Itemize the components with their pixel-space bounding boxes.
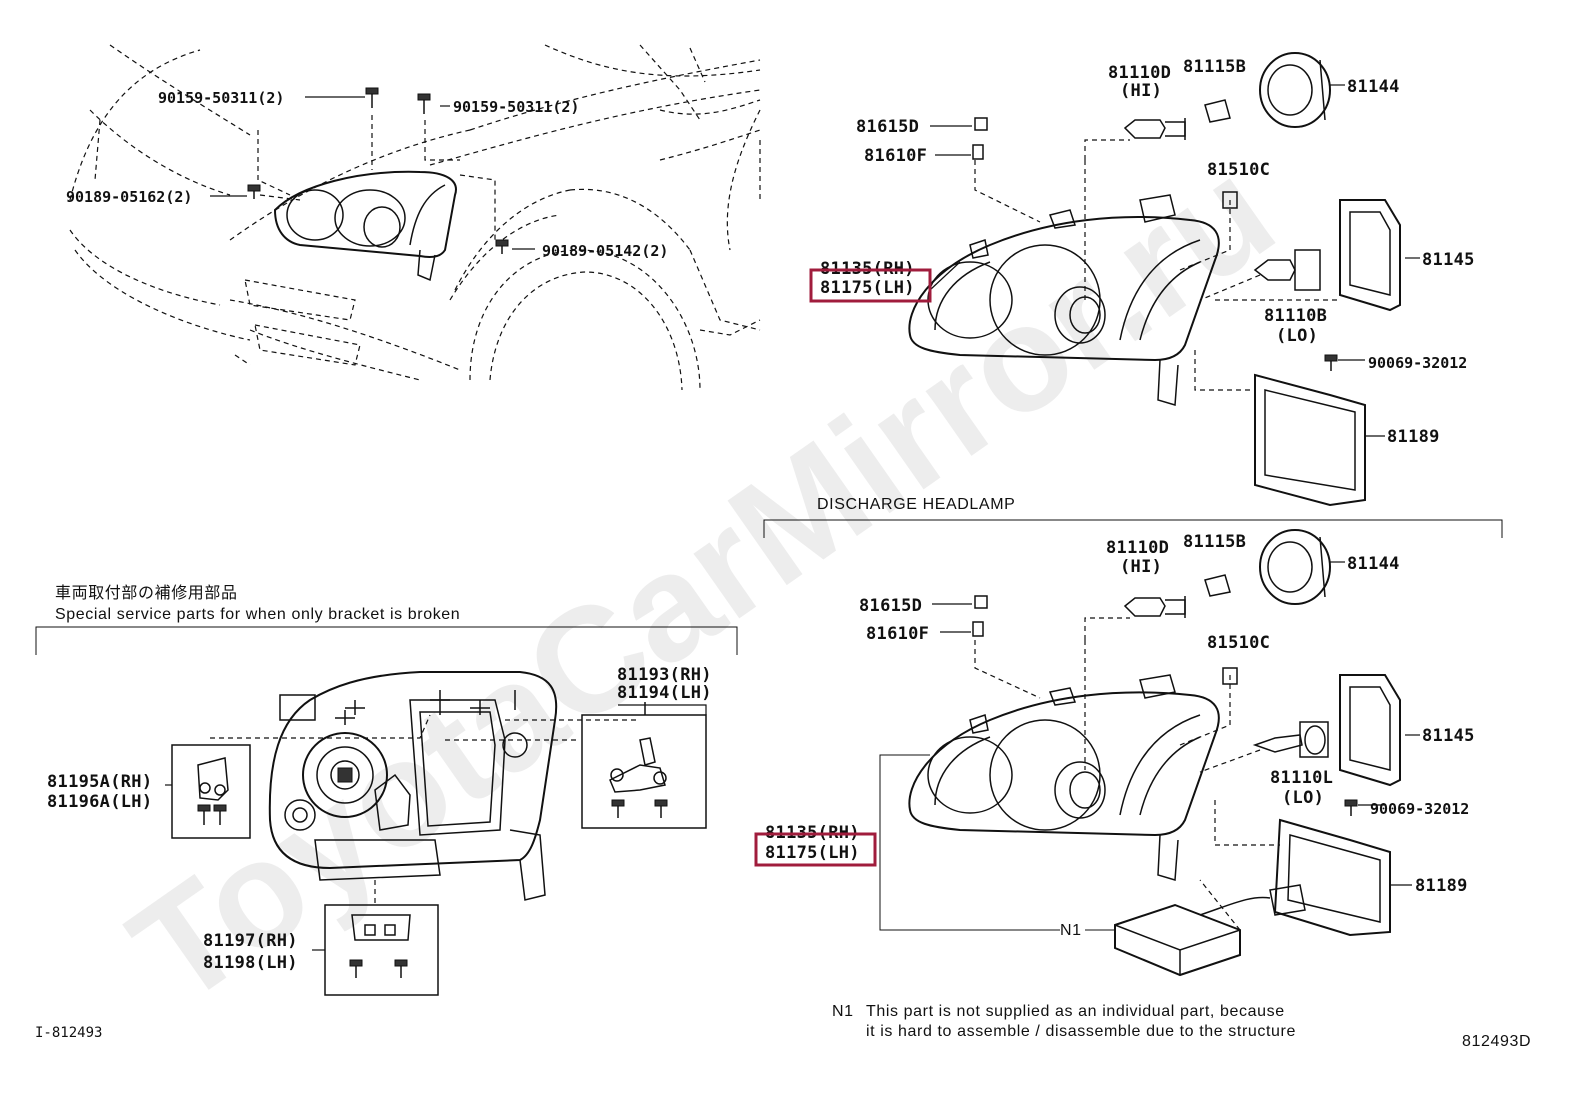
part-label-81110D: 81110D bbox=[1106, 538, 1169, 558]
bracket-section-bracket bbox=[35, 626, 738, 655]
part-label-81144: 81144 bbox=[1347, 77, 1400, 97]
gasket-icon bbox=[1339, 199, 1401, 312]
screw-icon bbox=[417, 93, 431, 114]
highlight-box bbox=[754, 832, 877, 867]
part-label-81110D: 81110D bbox=[1108, 63, 1171, 83]
part-label-81175: 81175(LH) bbox=[765, 843, 860, 863]
part-label-81196A: 81196A(LH) bbox=[47, 792, 152, 812]
cap-icon bbox=[1259, 52, 1331, 128]
part-label-81610F: 81610F bbox=[866, 624, 929, 644]
part-label-81510C: 81510C bbox=[1207, 160, 1270, 180]
part-label-81197: 81197(RH) bbox=[203, 931, 298, 951]
bracket-box-81195 bbox=[165, 744, 251, 839]
screw-label: 90159-50311(2) bbox=[453, 98, 579, 116]
watermark: ToyotaCarMirror.ru bbox=[102, 126, 1302, 1036]
highlight-box bbox=[809, 268, 932, 303]
car-front-illustration bbox=[69, 44, 761, 391]
screw-label: 90159-50311(2) bbox=[158, 89, 284, 107]
part-label-hi: (HI) bbox=[1120, 81, 1162, 101]
part-label-81110B: 81110B bbox=[1264, 306, 1327, 326]
gasket-icon bbox=[1339, 674, 1401, 787]
socket-small-icon bbox=[974, 117, 988, 131]
part-label-81144: 81144 bbox=[1347, 554, 1400, 574]
bulb-small-icon bbox=[972, 621, 984, 637]
part-label-81175: 81175(LH) bbox=[820, 278, 915, 298]
part-label-81145: 81145 bbox=[1422, 250, 1475, 270]
part-label-lo: (LO) bbox=[1282, 788, 1324, 808]
hid-bulb-icon bbox=[1252, 721, 1329, 758]
clip-icon bbox=[247, 184, 261, 199]
bulb-hi-icon bbox=[1123, 596, 1186, 618]
section-bracket bbox=[763, 519, 1503, 538]
part-label-81195A: 81195A(RH) bbox=[47, 772, 152, 792]
part-label-90069: 90069-32012 bbox=[1370, 800, 1469, 818]
clip-icon bbox=[495, 239, 509, 254]
section-title: DISCHARGE HEADLAMP bbox=[817, 496, 1015, 513]
footnote-line-1: This part is not supplied as an individu… bbox=[866, 1003, 1285, 1020]
part-label-81193: 81193(RH) bbox=[617, 665, 712, 685]
socket-icon bbox=[1204, 99, 1231, 123]
ballast-icon bbox=[1114, 884, 1306, 977]
part-label-hi: (HI) bbox=[1120, 557, 1162, 577]
part-label-81115B: 81115B bbox=[1183, 57, 1246, 77]
screw-icon bbox=[365, 87, 379, 108]
bulb-hi-icon bbox=[1123, 118, 1186, 140]
part-label-81110L: 81110L bbox=[1270, 768, 1333, 788]
clip-label: 90189-05142(2) bbox=[542, 242, 668, 260]
footnote-marker: N1 bbox=[832, 1003, 854, 1020]
cap-icon bbox=[1259, 529, 1331, 605]
bulb-small-icon bbox=[972, 144, 984, 160]
bulb-lo-icon bbox=[1253, 249, 1321, 291]
part-label-lo: (LO) bbox=[1276, 326, 1318, 346]
figure-code-left: I-812493 bbox=[35, 1025, 102, 1041]
bracket-section-title-en: Special service parts for when only brac… bbox=[55, 606, 460, 623]
part-label-81198: 81198(LH) bbox=[203, 953, 298, 973]
footnote-line-2: it is hard to assemble / disassemble due… bbox=[866, 1023, 1296, 1040]
headlamp-rear-view bbox=[210, 671, 640, 905]
bracket-box-81193 bbox=[581, 702, 707, 829]
part-label-81510C: 81510C bbox=[1207, 633, 1270, 653]
part-label-81615D: 81615D bbox=[856, 117, 919, 137]
part-label-81610F: 81610F bbox=[864, 146, 927, 166]
part-label-90069: 90069-32012 bbox=[1368, 354, 1467, 372]
socket-small-icon bbox=[974, 595, 988, 609]
cover-icon bbox=[1254, 373, 1366, 507]
part-label-81145: 81145 bbox=[1422, 726, 1475, 746]
bracket-box-81197 bbox=[312, 904, 439, 996]
part-label-81194: 81194(LH) bbox=[617, 683, 712, 703]
screw-icon bbox=[1344, 799, 1358, 816]
part-label-81615D: 81615D bbox=[859, 596, 922, 616]
bulb-wedge-icon bbox=[1222, 667, 1238, 685]
part-label-81189: 81189 bbox=[1415, 876, 1468, 896]
headlamp-assembly-discharge bbox=[879, 529, 1420, 977]
cover-icon bbox=[1273, 818, 1391, 937]
headlamp-assembly-std bbox=[908, 52, 1420, 507]
note-marker-label: N1 bbox=[1060, 922, 1082, 939]
part-label-81189: 81189 bbox=[1387, 427, 1440, 447]
socket-icon bbox=[1204, 574, 1231, 597]
bracket-section-title-jp: 車両取付部の補修用部品 bbox=[55, 584, 238, 602]
bulb-wedge-icon bbox=[1222, 191, 1238, 209]
clip-label: 90189-05162(2) bbox=[66, 188, 192, 206]
screw-icon bbox=[1324, 354, 1338, 371]
part-label-81115B: 81115B bbox=[1183, 532, 1246, 552]
figure-code-right: 812493D bbox=[1462, 1033, 1531, 1050]
